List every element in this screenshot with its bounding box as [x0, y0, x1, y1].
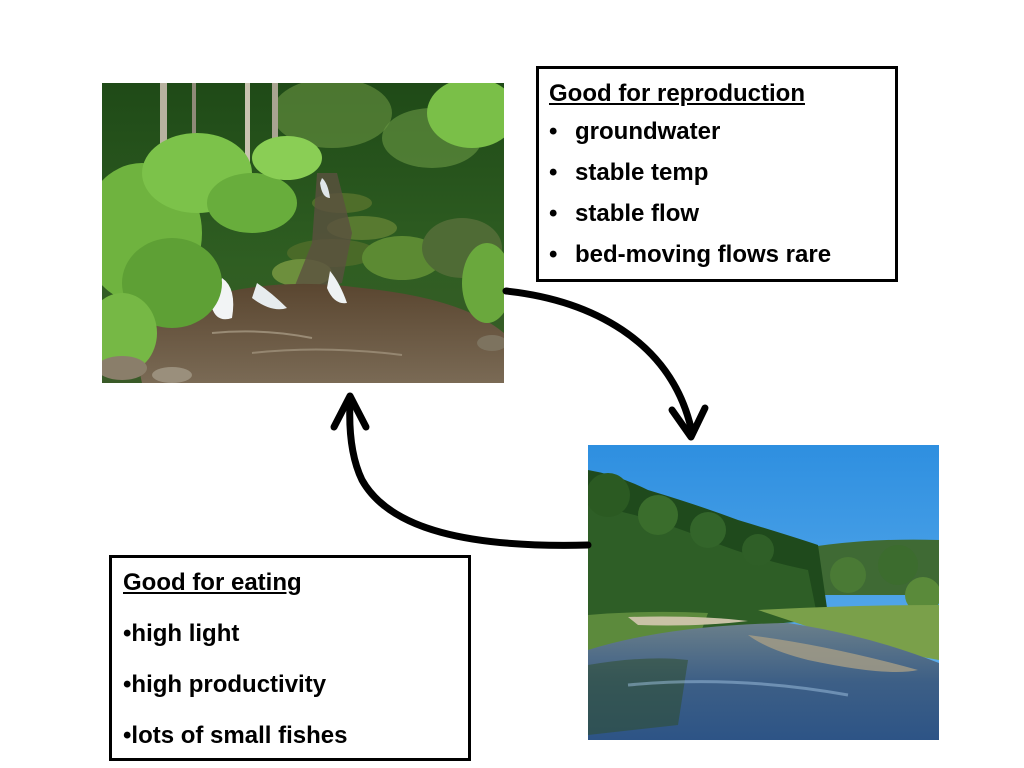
arrow-river-to-stream — [346, 398, 592, 549]
arrow-stream-to-river — [502, 287, 695, 432]
bullet-icon: • — [549, 241, 558, 268]
arrowhead-up — [330, 392, 370, 431]
eating-box: Good for eating •high light •high produc… — [109, 555, 471, 761]
reproduction-list: •groundwater •stable temp •stable flow •… — [549, 111, 885, 275]
bullet-icon: • — [549, 200, 558, 227]
list-item: •high light — [123, 620, 240, 647]
open-river-photo — [588, 445, 939, 740]
forest-stream-photo — [102, 83, 504, 383]
list-item: •groundwater — [549, 111, 885, 152]
list-item: •stable flow — [549, 193, 885, 234]
list-item: •stable temp — [549, 152, 885, 193]
reproduction-box: Good for reproduction •groundwater •stab… — [536, 66, 898, 282]
reproduction-title: Good for reproduction — [549, 80, 805, 107]
bullet-icon: • — [549, 118, 558, 145]
list-item: •bed-moving flows rare — [549, 234, 885, 275]
list-item: •high productivity — [123, 671, 327, 698]
eating-title: Good for eating — [123, 569, 302, 596]
list-item: •lots of small fishes — [123, 722, 348, 749]
bullet-icon: • — [549, 159, 558, 186]
arrowhead-down — [668, 404, 709, 441]
